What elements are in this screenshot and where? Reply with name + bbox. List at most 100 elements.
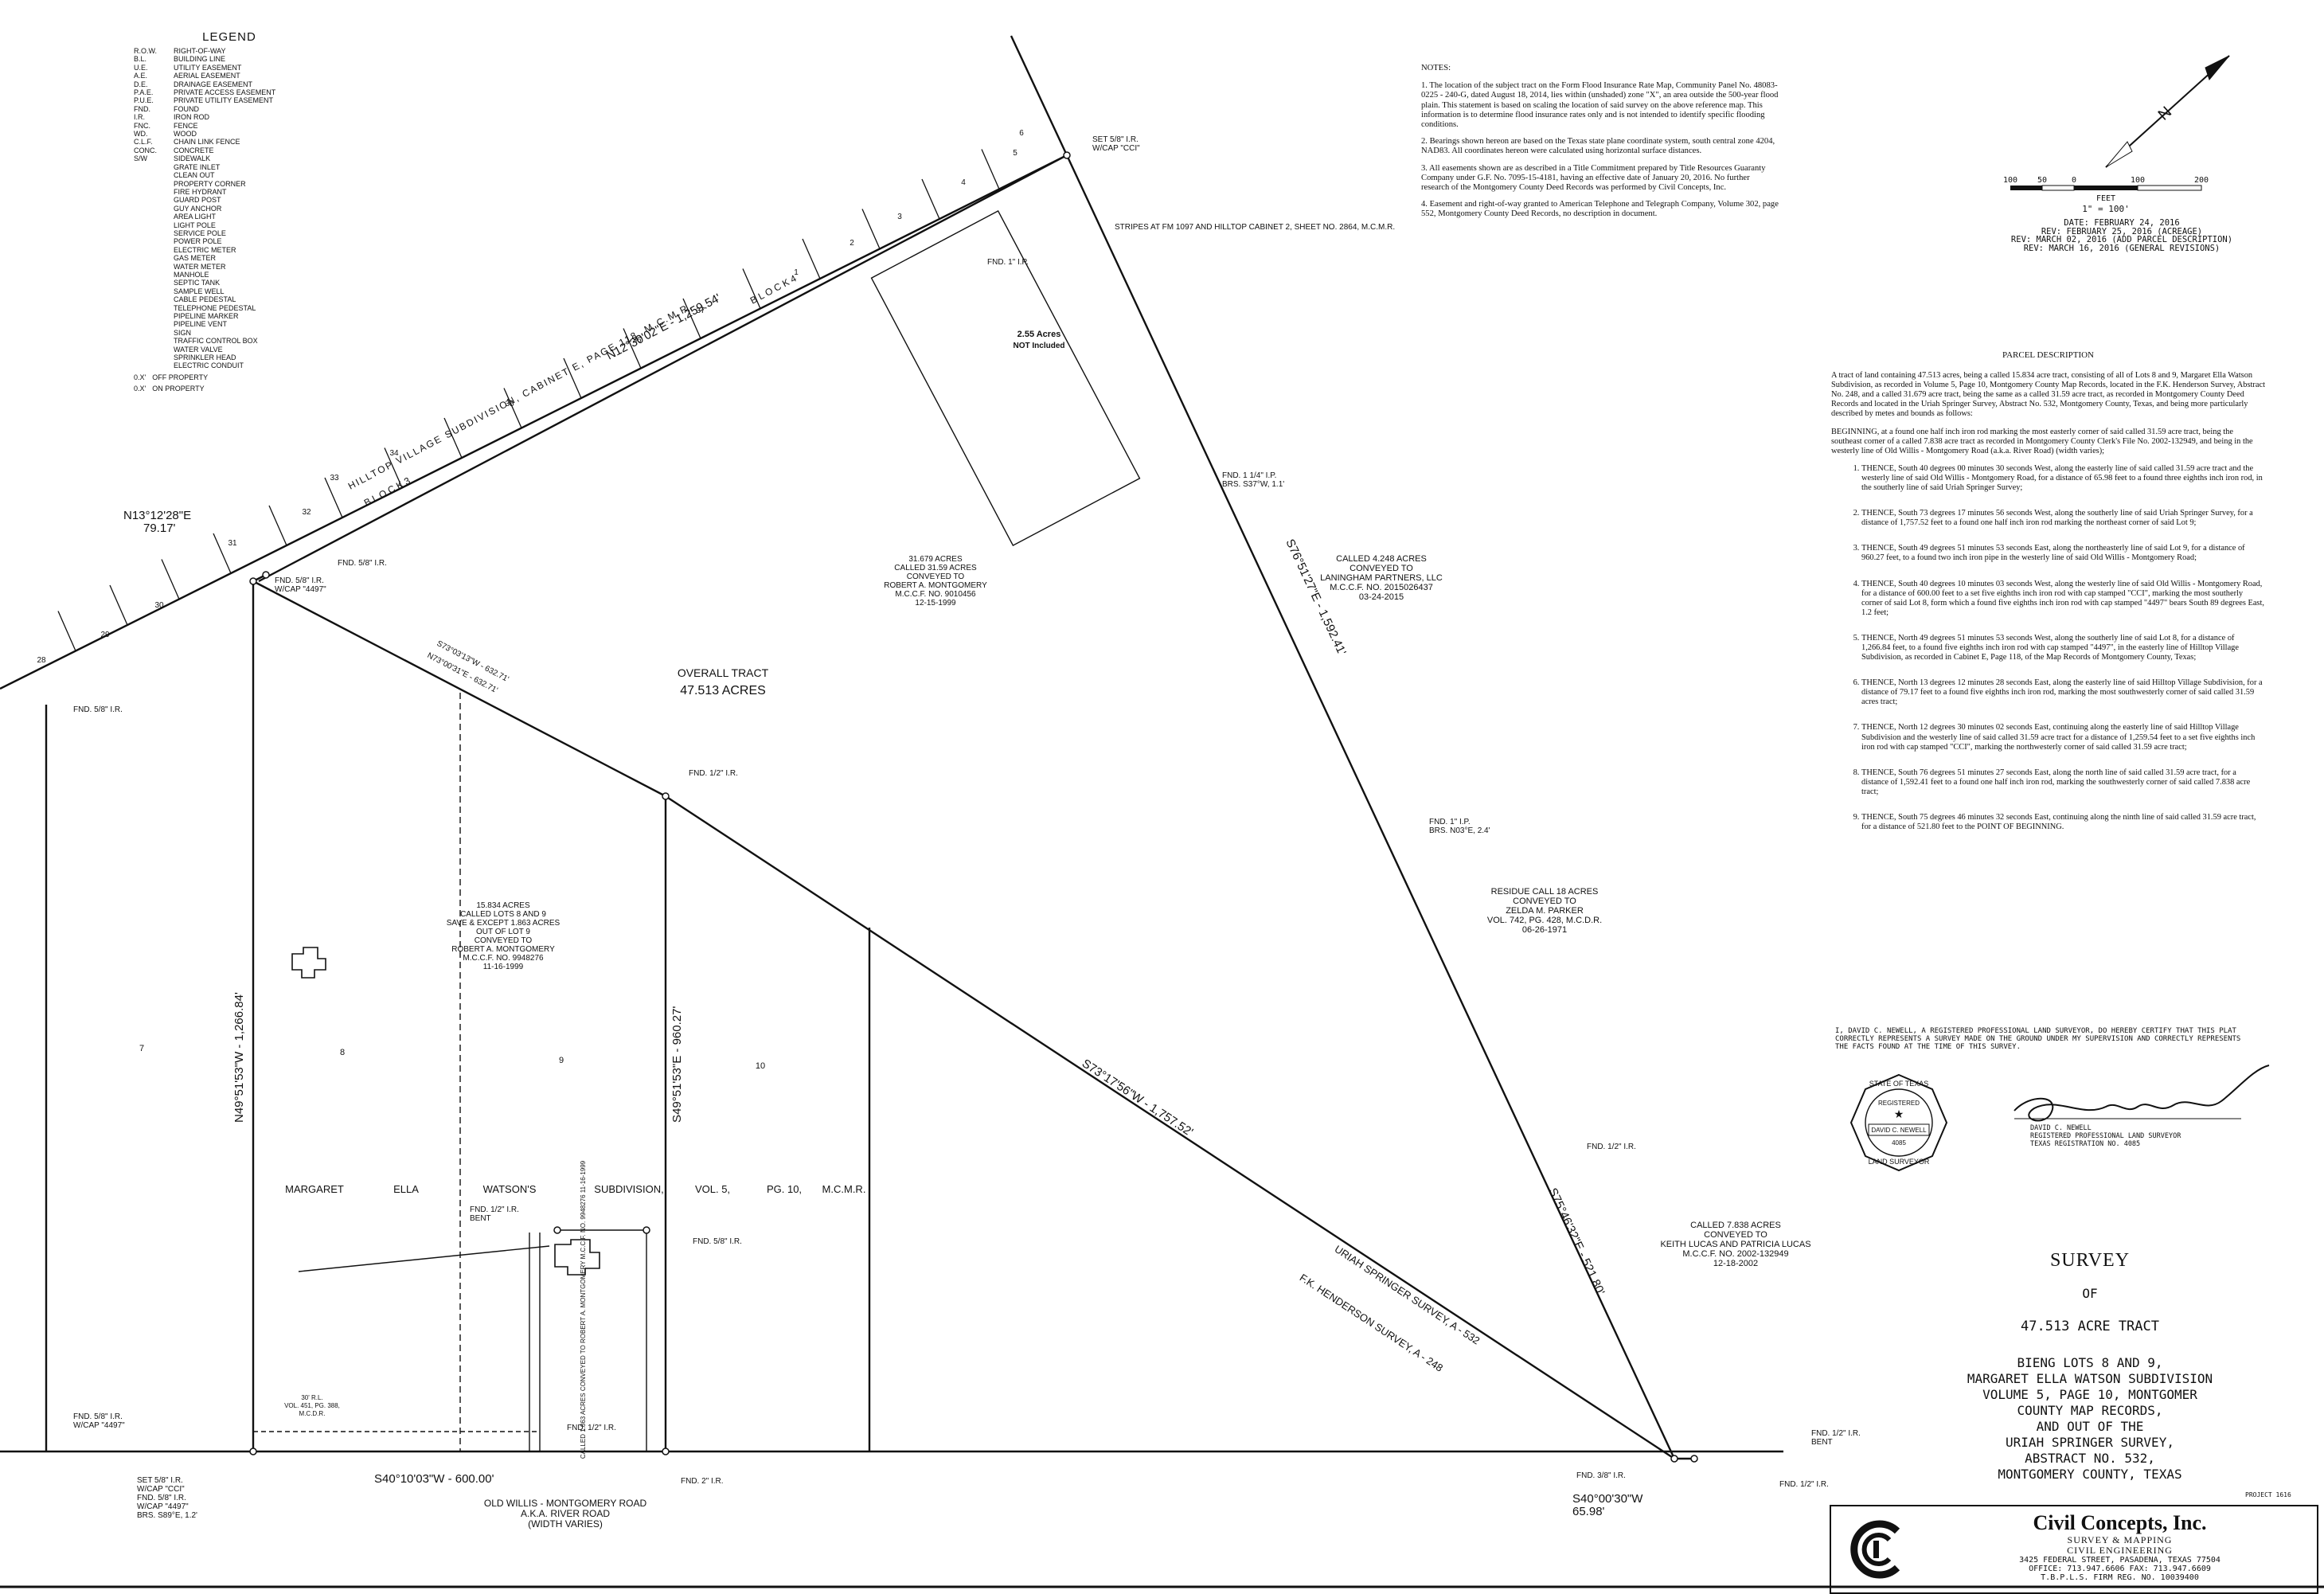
legend-row: P.A.E.PRIVATE ACCESS EASEMENT <box>134 88 325 96</box>
legend-code <box>134 246 174 254</box>
legend-desc: GUARD POST <box>174 196 221 205</box>
hilltop-lot-number: 36 <box>632 336 642 345</box>
call-1: THENCE, South 40 degrees 00 minutes 30 s… <box>1861 464 2265 493</box>
hilltop-lot-number: 30 <box>154 601 164 610</box>
legend-row: AREA LIGHT <box>134 213 325 221</box>
legend-row: SPRINKLER HEAD <box>134 354 325 361</box>
legend-row: ELECTRIC METER <box>134 246 325 254</box>
legend-desc: LIGHT POLE <box>174 221 216 229</box>
legend-off-label: OFF PROPERTY <box>152 373 209 381</box>
bearing-se-short-dist: 65.98' <box>1572 1505 1605 1518</box>
tract31-line: 12-15-1999 <box>915 599 956 608</box>
legend-row: MANHOLE <box>134 271 325 279</box>
seal-name: DAVID C. NEWELL <box>1871 1127 1927 1134</box>
monument-fnd12_mid: FND. 1/2" I.R. <box>689 769 738 778</box>
parcel-heading: PARCEL DESCRIPTION <box>2002 350 2094 360</box>
firm-name: Civil Concepts, Inc. <box>2033 1511 2207 1534</box>
legend-desc: FENCE <box>174 121 198 130</box>
monument-fnd58_left: FND. 5/8" I.R. <box>73 705 123 714</box>
monument-ne-corner <box>1063 151 1071 159</box>
north-arrow-tail <box>2105 141 2133 168</box>
hilltop-tick <box>742 268 761 309</box>
watson-word: PG. 10, <box>767 1183 802 1195</box>
legend-off-code: 0.X' <box>134 373 146 381</box>
hilltop-labels: HILLTOP VILLAGE SUBDIVISION, CABINET E, … <box>346 272 799 508</box>
legend-desc: AERIAL EASEMENT <box>174 72 240 80</box>
rev-line-1: REV: FEBRUARY 25, 2016 (ACREAGE) <box>2041 226 2203 236</box>
legend-code <box>134 271 174 279</box>
legend-desc: GUY ANCHOR <box>174 204 222 213</box>
legend-row: C.L.F.CHAIN LINK FENCE <box>134 138 325 146</box>
hilltop-lot-ticks <box>57 149 1000 651</box>
monument-labels: SET 5/8" I.R.W/CAP "CCI"FND. 1" I.P.FND.… <box>73 135 1861 1520</box>
legend-code: B.L. <box>134 55 147 64</box>
call-7: THENCE, North 12 degrees 30 minutes 02 s… <box>1861 723 2265 752</box>
legend-code: I.R. <box>134 113 146 122</box>
scale-tick-label: 0 <box>2072 176 2076 185</box>
legend-code <box>134 346 174 354</box>
residue-line: 06-26-1971 <box>1522 925 1567 935</box>
legend-row: I.R.IRON ROD <box>134 113 325 121</box>
parcel-beginning: BEGINNING, at a found one half inch iron… <box>1831 427 2253 455</box>
north-boundary-upper <box>258 154 1068 583</box>
monument-fnd114: BRS. S37°W, 1.1' <box>1222 480 1284 489</box>
legend-code: WD. <box>134 130 148 139</box>
title-sub-line: URIAH SPRINGER SURVEY, <box>2006 1435 2174 1450</box>
legend-desc: UTILITY EASEMENT <box>174 63 242 72</box>
legend-row: R.O.W.RIGHT-OF-WAY <box>134 47 325 55</box>
watson-word: SUBDIVISION, <box>594 1183 663 1195</box>
hilltop-tick <box>213 533 232 574</box>
rev-line-3: REV: MARCH 16, 2016 (GENERAL REVISIONS) <box>2023 243 2220 253</box>
legend-code: P.U.E. <box>134 96 154 105</box>
hilltop-lot-number: 34 <box>389 449 399 458</box>
call-5: THENCE, North 49 degrees 51 minutes 53 s… <box>1861 634 2265 662</box>
title-tract: 47.513 ACRE TRACT <box>2021 1319 2159 1334</box>
legend-desc: CONCRETE <box>174 146 214 154</box>
lucas-line: CALLED 7.838 ACRES <box>1690 1221 1781 1230</box>
note-2: 2. Bearings shown hereon are based on th… <box>1421 137 1775 156</box>
lan-line: CONVEYED TO <box>1349 564 1413 573</box>
lan-line: 03-24-2015 <box>1359 592 1404 602</box>
title-sub-line: MARGARET ELLA WATSON SUBDIVISION <box>1967 1371 2213 1386</box>
tract31-line: ROBERT A. MONTGOMERY <box>884 581 987 590</box>
strip-label: CALLED 1.863 ACRES CONVEYED TO ROBERT A.… <box>580 1160 587 1459</box>
legend-code <box>134 163 174 171</box>
hilltop-lot-number: 5 <box>1013 149 1017 158</box>
lot-dividers <box>253 210 1141 1451</box>
legend-row: GUARD POST <box>134 196 325 204</box>
call-4: THENCE, South 40 degrees 10 minutes 03 s… <box>1861 580 2265 618</box>
legend-desc: PIPELINE MARKER <box>174 312 239 320</box>
legend-row: POWER POLE <box>134 237 325 245</box>
legend-code <box>134 188 174 196</box>
scale-tick-label: 200 <box>2194 176 2209 185</box>
title-sub-line: AND OUT OF THE <box>2036 1419 2144 1434</box>
scale-tick-label: 50 <box>2037 176 2047 185</box>
seal-name-box <box>1868 1123 1930 1136</box>
certification: I, DAVID C. NEWELL, A REGISTERED PROFESS… <box>1835 1027 2241 1051</box>
watson-word: ELLA <box>393 1183 419 1195</box>
bearing-left-v: N49°51'53"W - 1,266.84' <box>232 992 246 1123</box>
legend-code: R.O.W. <box>134 47 157 55</box>
scale-tick-label: 100 <box>2003 176 2017 185</box>
legend-desc: FOUND <box>174 104 199 113</box>
lot9-label: 9 <box>559 1056 564 1065</box>
legend-desc: PRIVATE UTILITY EASEMENT <box>174 96 274 105</box>
not-included-parcel <box>870 210 1141 546</box>
north-arrow: N <box>2105 55 2230 168</box>
hilltop-tick <box>109 584 128 626</box>
lucas-line: M.C.C.F. NO. 2002-132949 <box>1682 1249 1788 1259</box>
legend-code: S/W <box>134 154 147 163</box>
revision-dates: DATE: FEBRUARY 24, 2016 REV: FEBRUARY 25… <box>1982 219 2261 252</box>
monument-set_sw: BRS. S89°E, 1.2' <box>137 1511 197 1520</box>
lots15-line: 11-16-1999 <box>483 963 524 971</box>
scale-seg-2 <box>2041 185 2075 191</box>
legend-row: PIPELINE VENT <box>134 320 325 328</box>
note-1: 1. The location of the subject tract on … <box>1421 81 1779 130</box>
legend-desc: CABLE PEDESTAL <box>174 295 236 304</box>
legend-desc: GAS METER <box>174 254 217 263</box>
hilltop-lot-number: 33 <box>330 474 339 482</box>
legend-desc: TELEPHONE PEDESTAL <box>174 303 256 312</box>
legend-desc: SERVICE POLE <box>174 229 226 237</box>
